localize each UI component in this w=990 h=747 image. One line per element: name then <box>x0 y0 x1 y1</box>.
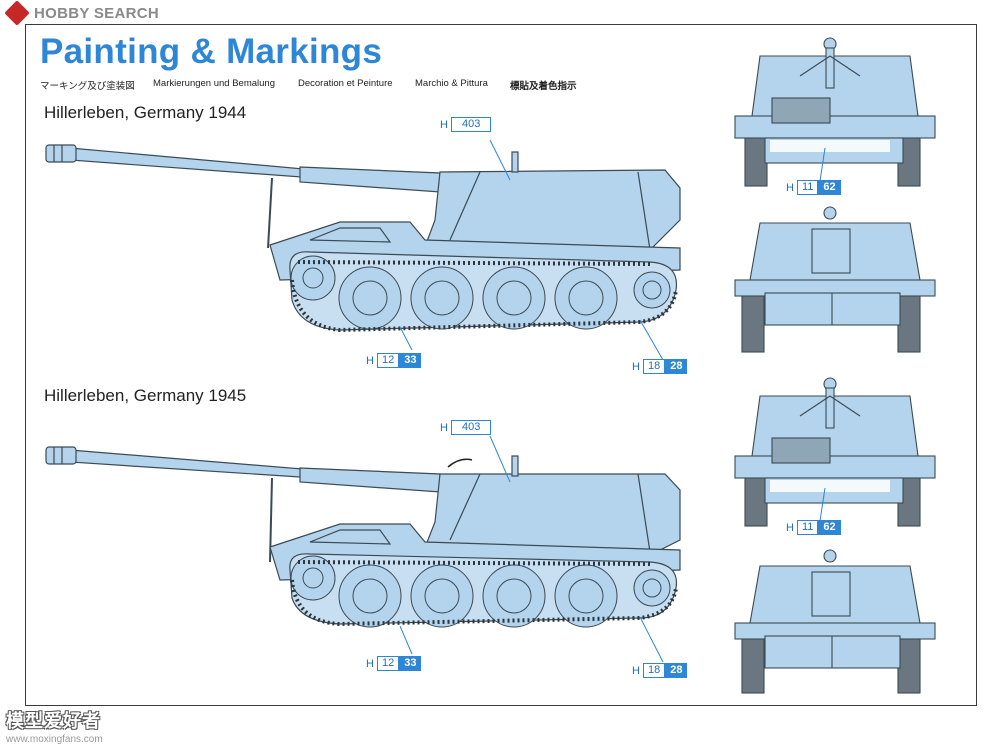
muzzle-brake <box>45 144 77 163</box>
lang-italian: Marchio & Pittura <box>415 78 488 89</box>
lang-chinese: 標貼及着色指示 <box>510 81 577 92</box>
callout-s1-hull: H 403 <box>440 117 492 132</box>
watermark-brand: HOBBY SEARCH <box>34 4 160 22</box>
side-view-1944 <box>45 139 681 361</box>
callout-s2-wheel: H 18 28 <box>632 663 688 678</box>
watermark-top: HOBBY SEARCH <box>4 0 160 26</box>
watermark-cn: 模型爱好者 <box>6 711 101 731</box>
callout-s2-front: H 11 62 <box>786 520 841 535</box>
rear-view-1945 <box>734 549 936 694</box>
front-view-1945 <box>734 377 936 527</box>
casemate <box>419 169 681 261</box>
watermark-bottom: 模型爱好者 www.moxingfans.com <box>6 707 166 745</box>
hobby-search-logo-icon <box>4 0 30 26</box>
scheme-2-caption: Hillerleben, Germany 1945 <box>44 386 247 405</box>
lang-french: Decoration et Peinture <box>298 78 393 89</box>
callout-s1-front: H 11 62 <box>786 180 841 195</box>
scheme-1-caption: Hillerleben, Germany 1944 <box>44 103 247 122</box>
callout-s2-hull: H 403 <box>440 420 492 435</box>
gun-sleeve <box>299 166 441 193</box>
lang-german: Markierungen und Bemalung <box>153 78 275 89</box>
front-view-1944 <box>734 37 936 187</box>
rear-view-1944 <box>734 206 936 353</box>
gun-barrel <box>69 147 316 179</box>
callout-s2-track: H 12 33 <box>366 656 422 671</box>
side-view-1945 <box>45 435 681 663</box>
watermark-url: www.moxingfans.com <box>6 734 103 745</box>
callout-s1-wheel: H 18 28 <box>632 359 688 374</box>
callout-s1-track: H 12 33 <box>366 353 422 368</box>
lang-japanese: マーキング及び塗装図 <box>40 81 135 92</box>
page-title: Painting & Markings <box>40 32 383 71</box>
